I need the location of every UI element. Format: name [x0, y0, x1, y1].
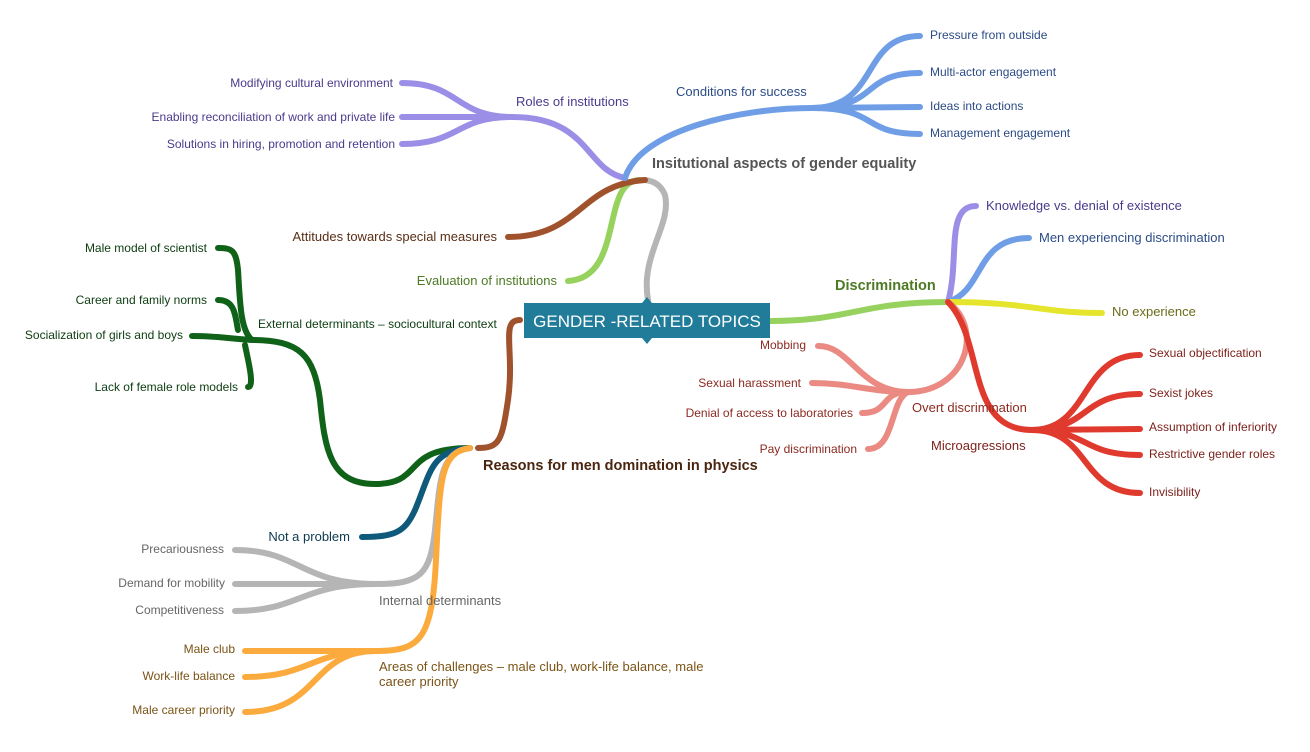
knowledge-denial-label[interactable]: Knowledge vs. denial of existence — [986, 198, 1182, 213]
connector-lines — [189, 33, 1143, 715]
link-micro-leaf — [1029, 427, 1143, 496]
overt-leaf-4[interactable]: Pay discrimination — [760, 442, 857, 456]
link-institutional-to-attitudes — [505, 177, 648, 240]
link-discrimination-to-noexp — [945, 299, 1105, 316]
conditions-leaf-1[interactable]: Pressure from outside — [930, 28, 1048, 42]
internal-leaf-2[interactable]: Demand for mobility — [118, 576, 225, 590]
overt-leaf-2[interactable]: Sexual harassment — [698, 376, 801, 390]
link-root-to-discrimination — [767, 299, 951, 324]
link-external-leaf — [242, 342, 254, 390]
roles-leaf-2[interactable]: Enabling reconciliation of work and priv… — [152, 110, 396, 124]
micro-leaf-4[interactable]: Restrictive gender roles — [1149, 447, 1275, 461]
men-experiencing-label[interactable]: Men experiencing discrimination — [1039, 230, 1225, 245]
conditions-leaf-4[interactable]: Management engagement — [930, 126, 1071, 140]
link-reasons-to-external — [249, 337, 473, 487]
roles-leaf-1[interactable]: Modifying cultural environment — [230, 76, 393, 90]
link-areas-leaf — [242, 648, 379, 715]
micro-leaf-2[interactable]: Sexist jokes — [1149, 386, 1213, 400]
external-leaf-4[interactable]: Lack of female role models — [95, 380, 238, 394]
link-external-leaf — [215, 245, 255, 343]
link-external-leaf — [189, 333, 255, 343]
link-institutional-to-roles — [509, 114, 628, 181]
link-discrimination-to-knowledge — [945, 203, 979, 305]
no-experience-label[interactable]: No experience — [1112, 304, 1196, 319]
micro-leaf-5[interactable]: Invisibility — [1149, 485, 1200, 499]
institutional-aspects-label[interactable]: Insitutional aspects of gender equality — [652, 156, 916, 172]
root-node-pointer-bottom — [642, 338, 652, 344]
micro-leaf-1[interactable]: Sexual objectification — [1149, 346, 1262, 360]
reasons-label[interactable]: Reasons for men domination in physics — [483, 458, 758, 474]
link-conditions-leaf — [809, 105, 923, 137]
link-external-leaf — [215, 297, 241, 333]
roles-leaf-3[interactable]: Solutions in hiring, promotion and reten… — [167, 137, 395, 151]
overt-leaf-3[interactable]: Denial of access to laboratories — [686, 406, 853, 420]
link-roles-leaf — [399, 80, 515, 120]
attitudes-label[interactable]: Attitudes towards special measures — [293, 229, 498, 244]
internal-determinants-label[interactable]: Internal determinants — [379, 593, 502, 608]
external-determinants-label[interactable]: External determinants – sociocultural co… — [258, 317, 497, 331]
link-overt-leaf — [859, 389, 911, 416]
microagressions-label[interactable]: Microagressions — [931, 438, 1026, 453]
roles-of-institutions-label[interactable]: Roles of institutions — [516, 94, 629, 109]
overt-discrimination-label[interactable]: Overt discrimination — [912, 400, 1027, 415]
external-leaf-3[interactable]: Socialization of girls and boys — [25, 328, 183, 342]
link-reasons-to-notproblem — [359, 445, 473, 540]
areas-leaf-3[interactable]: Male career priority — [132, 703, 235, 717]
discrimination-label[interactable]: Discrimination — [835, 278, 936, 294]
link-internal-leaf — [232, 581, 379, 614]
link-root-to-institutional — [642, 177, 669, 303]
conditions-leaf-3[interactable]: Ideas into actions — [930, 99, 1023, 113]
internal-leaf-3[interactable]: Competitiveness — [135, 603, 224, 617]
link-discrimination-to-men — [945, 235, 1032, 305]
evaluation-label[interactable]: Evaluation of institutions — [417, 273, 558, 288]
root-node-pointer-top — [642, 297, 652, 303]
conditions-for-success-label[interactable]: Conditions for success — [676, 84, 807, 99]
not-a-problem-label[interactable]: Not a problem — [268, 529, 350, 544]
conditions-leaf-2[interactable]: Multi-actor engagement — [930, 65, 1057, 79]
areas-leaf-1[interactable]: Male club — [184, 642, 236, 656]
link-overt-leaf — [865, 389, 911, 452]
external-leaf-1[interactable]: Male model of scientist — [85, 241, 208, 255]
internal-leaf-1[interactable]: Precariousness — [141, 542, 224, 556]
external-leaf-2[interactable]: Career and family norms — [76, 293, 207, 307]
areas-of-challenges-label-line2[interactable]: career priority — [379, 674, 459, 689]
link-institutional-to-conditions — [622, 105, 815, 181]
root-node[interactable]: GENDER -RELATED TOPICS — [524, 297, 770, 344]
areas-of-challenges-label-line1[interactable]: Areas of challenges – male club, work-li… — [379, 659, 703, 674]
link-reasons-to-areas — [373, 445, 473, 654]
areas-leaf-2[interactable]: Work-life balance — [143, 669, 236, 683]
link-reasons-to-internal — [373, 445, 473, 587]
micro-leaf-3[interactable]: Assumption of inferiority — [1149, 420, 1277, 434]
link-roles-leaf — [399, 114, 515, 147]
overt-leaf-1[interactable]: Mobbing — [760, 338, 806, 352]
root-node-label: GENDER -RELATED TOPICS — [533, 312, 761, 331]
link-discrimination-to-micro — [945, 299, 1035, 433]
link-root-to-reasons — [475, 317, 523, 451]
root-node-box — [524, 303, 770, 338]
link-internal-leaf — [232, 547, 379, 587]
